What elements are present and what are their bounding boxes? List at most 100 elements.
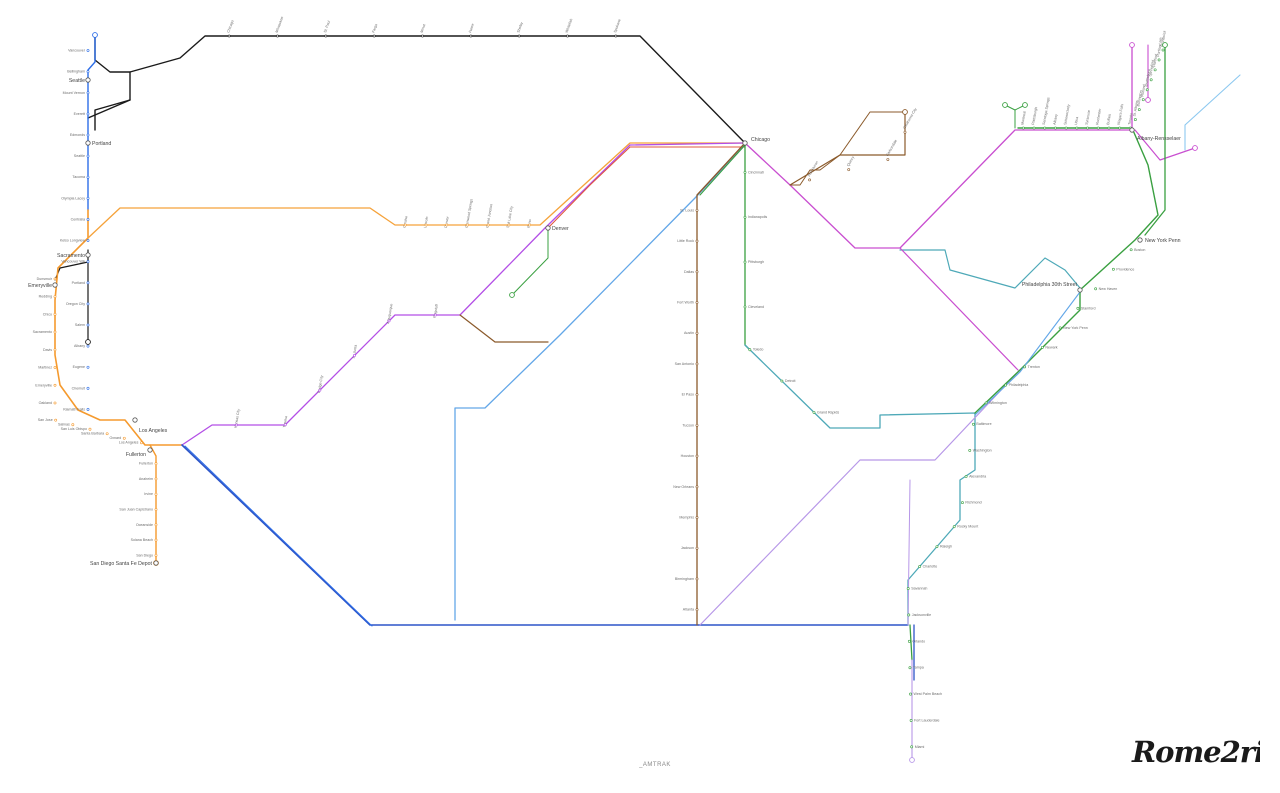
station-marker[interactable] [695,546,699,550]
hub-marker-emeryville[interactable] [52,282,58,288]
station-marker[interactable] [324,34,328,38]
station-marker[interactable] [86,281,90,285]
hub-label-portland[interactable]: Portland [92,141,111,147]
station-marker[interactable] [614,34,618,38]
station-marker[interactable] [1054,126,1057,130]
station-label[interactable]: Albuquerque [386,303,393,324]
station-label[interactable]: Martinez [38,366,52,370]
station-label[interactable]: Stamford [1081,306,1096,310]
station-marker[interactable] [935,545,939,549]
station-label[interactable]: Seattle [74,154,85,158]
terminal-marker[interactable] [1145,97,1151,103]
station-marker[interactable] [86,91,90,95]
station-label[interactable]: Burlington [1136,90,1143,107]
station-marker[interactable] [1004,383,1008,387]
station-label[interactable]: Syracuse [1085,110,1092,125]
station-label[interactable]: Charlotte [923,565,938,569]
station-marker[interactable] [903,130,907,134]
station-label[interactable]: San Jose [38,418,53,422]
station-marker[interactable] [1043,126,1047,130]
station-label[interactable]: Carbondale [885,139,898,157]
station-label[interactable]: San Diego [136,553,153,557]
station-label[interactable]: Cleveland [748,305,764,309]
station-marker[interactable] [445,223,449,227]
station-label[interactable]: Detroit [785,379,796,383]
station-label[interactable]: Springfield [1148,60,1155,77]
station-marker[interactable] [486,223,490,227]
station-marker[interactable] [909,719,913,722]
station-label[interactable]: Fort Worth [677,301,694,305]
station-label[interactable]: Topeka [282,416,288,428]
station-label[interactable]: La Junta [352,344,358,358]
station-marker[interactable] [695,331,699,335]
station-label[interactable]: New Haven [1099,287,1118,291]
station-marker[interactable] [283,423,287,427]
station-marker[interactable] [86,70,90,74]
station-label[interactable]: Tucson [682,423,694,427]
station-marker[interactable] [1107,126,1111,130]
station-label[interactable]: Sacramento [33,330,52,334]
station-marker[interactable] [695,270,699,274]
terminal-marker[interactable] [909,757,915,763]
station-label[interactable]: Tampa [913,666,924,670]
station-label[interactable]: Baltimore [976,422,991,426]
station-marker[interactable] [1075,126,1079,130]
hub-marker-denver[interactable] [545,225,551,231]
station-label[interactable]: Brattleboro [1144,69,1151,87]
station-marker[interactable] [528,223,532,227]
station-marker[interactable] [154,462,158,466]
station-label[interactable]: New Orleans [673,485,694,489]
station-label[interactable]: Rutland [1140,84,1146,97]
station-label[interactable]: Los Angeles [119,441,139,445]
station-marker[interactable] [53,366,57,369]
station-marker[interactable] [1133,118,1137,121]
terminal-marker[interactable] [1129,42,1135,48]
station-label[interactable]: New York Penn [1063,326,1088,330]
station-marker[interactable] [86,344,90,348]
station-marker[interactable] [154,508,158,511]
station-label[interactable]: Savannah [911,587,927,591]
station-label[interactable]: Houston [681,454,694,458]
hub-label-philadelphia[interactable]: Philadelphia 30th Street [1022,282,1078,288]
station-marker[interactable] [1021,126,1025,130]
station-marker[interactable] [88,427,92,431]
station-marker[interactable] [469,34,473,38]
station-label[interactable]: Everett [74,112,85,116]
station-label[interactable]: Emeryville [35,383,52,387]
station-marker[interactable] [1145,88,1149,92]
station-marker[interactable] [86,260,90,264]
station-marker[interactable] [86,218,90,221]
station-marker[interactable] [886,158,890,161]
station-marker[interactable] [812,410,816,414]
station-marker[interactable] [961,501,964,505]
hub-label-emeryville[interactable]: Emeryville [28,283,52,289]
station-marker[interactable] [122,436,126,440]
station-marker[interactable] [968,448,972,452]
hub-marker-los_angeles[interactable] [132,417,138,423]
station-marker[interactable] [53,277,57,281]
station-label[interactable]: Birmingham [675,577,694,581]
station-marker[interactable] [154,553,158,557]
hub-marker-albany[interactable] [1129,127,1135,133]
station-label[interactable]: Vancouver WA [61,260,85,264]
hub-marker-sacramento[interactable] [85,252,91,258]
station-marker[interactable] [748,348,752,352]
station-label[interactable]: Brunswick [1160,30,1167,47]
station-marker[interactable] [434,313,437,317]
station-marker[interactable] [372,34,376,38]
station-label[interactable]: El Paso [682,393,694,397]
station-label[interactable]: Dunsmuir [37,277,53,281]
station-label[interactable]: Rochester [1095,108,1102,126]
station-marker[interactable] [1137,108,1141,112]
station-label[interactable]: Wilmington [989,401,1007,405]
station-marker[interactable] [1040,345,1044,349]
station-label[interactable]: Miami [915,745,925,749]
station-marker[interactable] [507,223,511,227]
station-marker[interactable] [952,525,956,529]
station-marker[interactable] [421,34,424,38]
station-marker[interactable] [318,388,322,392]
station-marker[interactable] [54,418,58,422]
station-marker[interactable] [53,330,57,334]
station-label[interactable]: Shelby [516,21,524,33]
station-marker[interactable] [1058,326,1062,330]
